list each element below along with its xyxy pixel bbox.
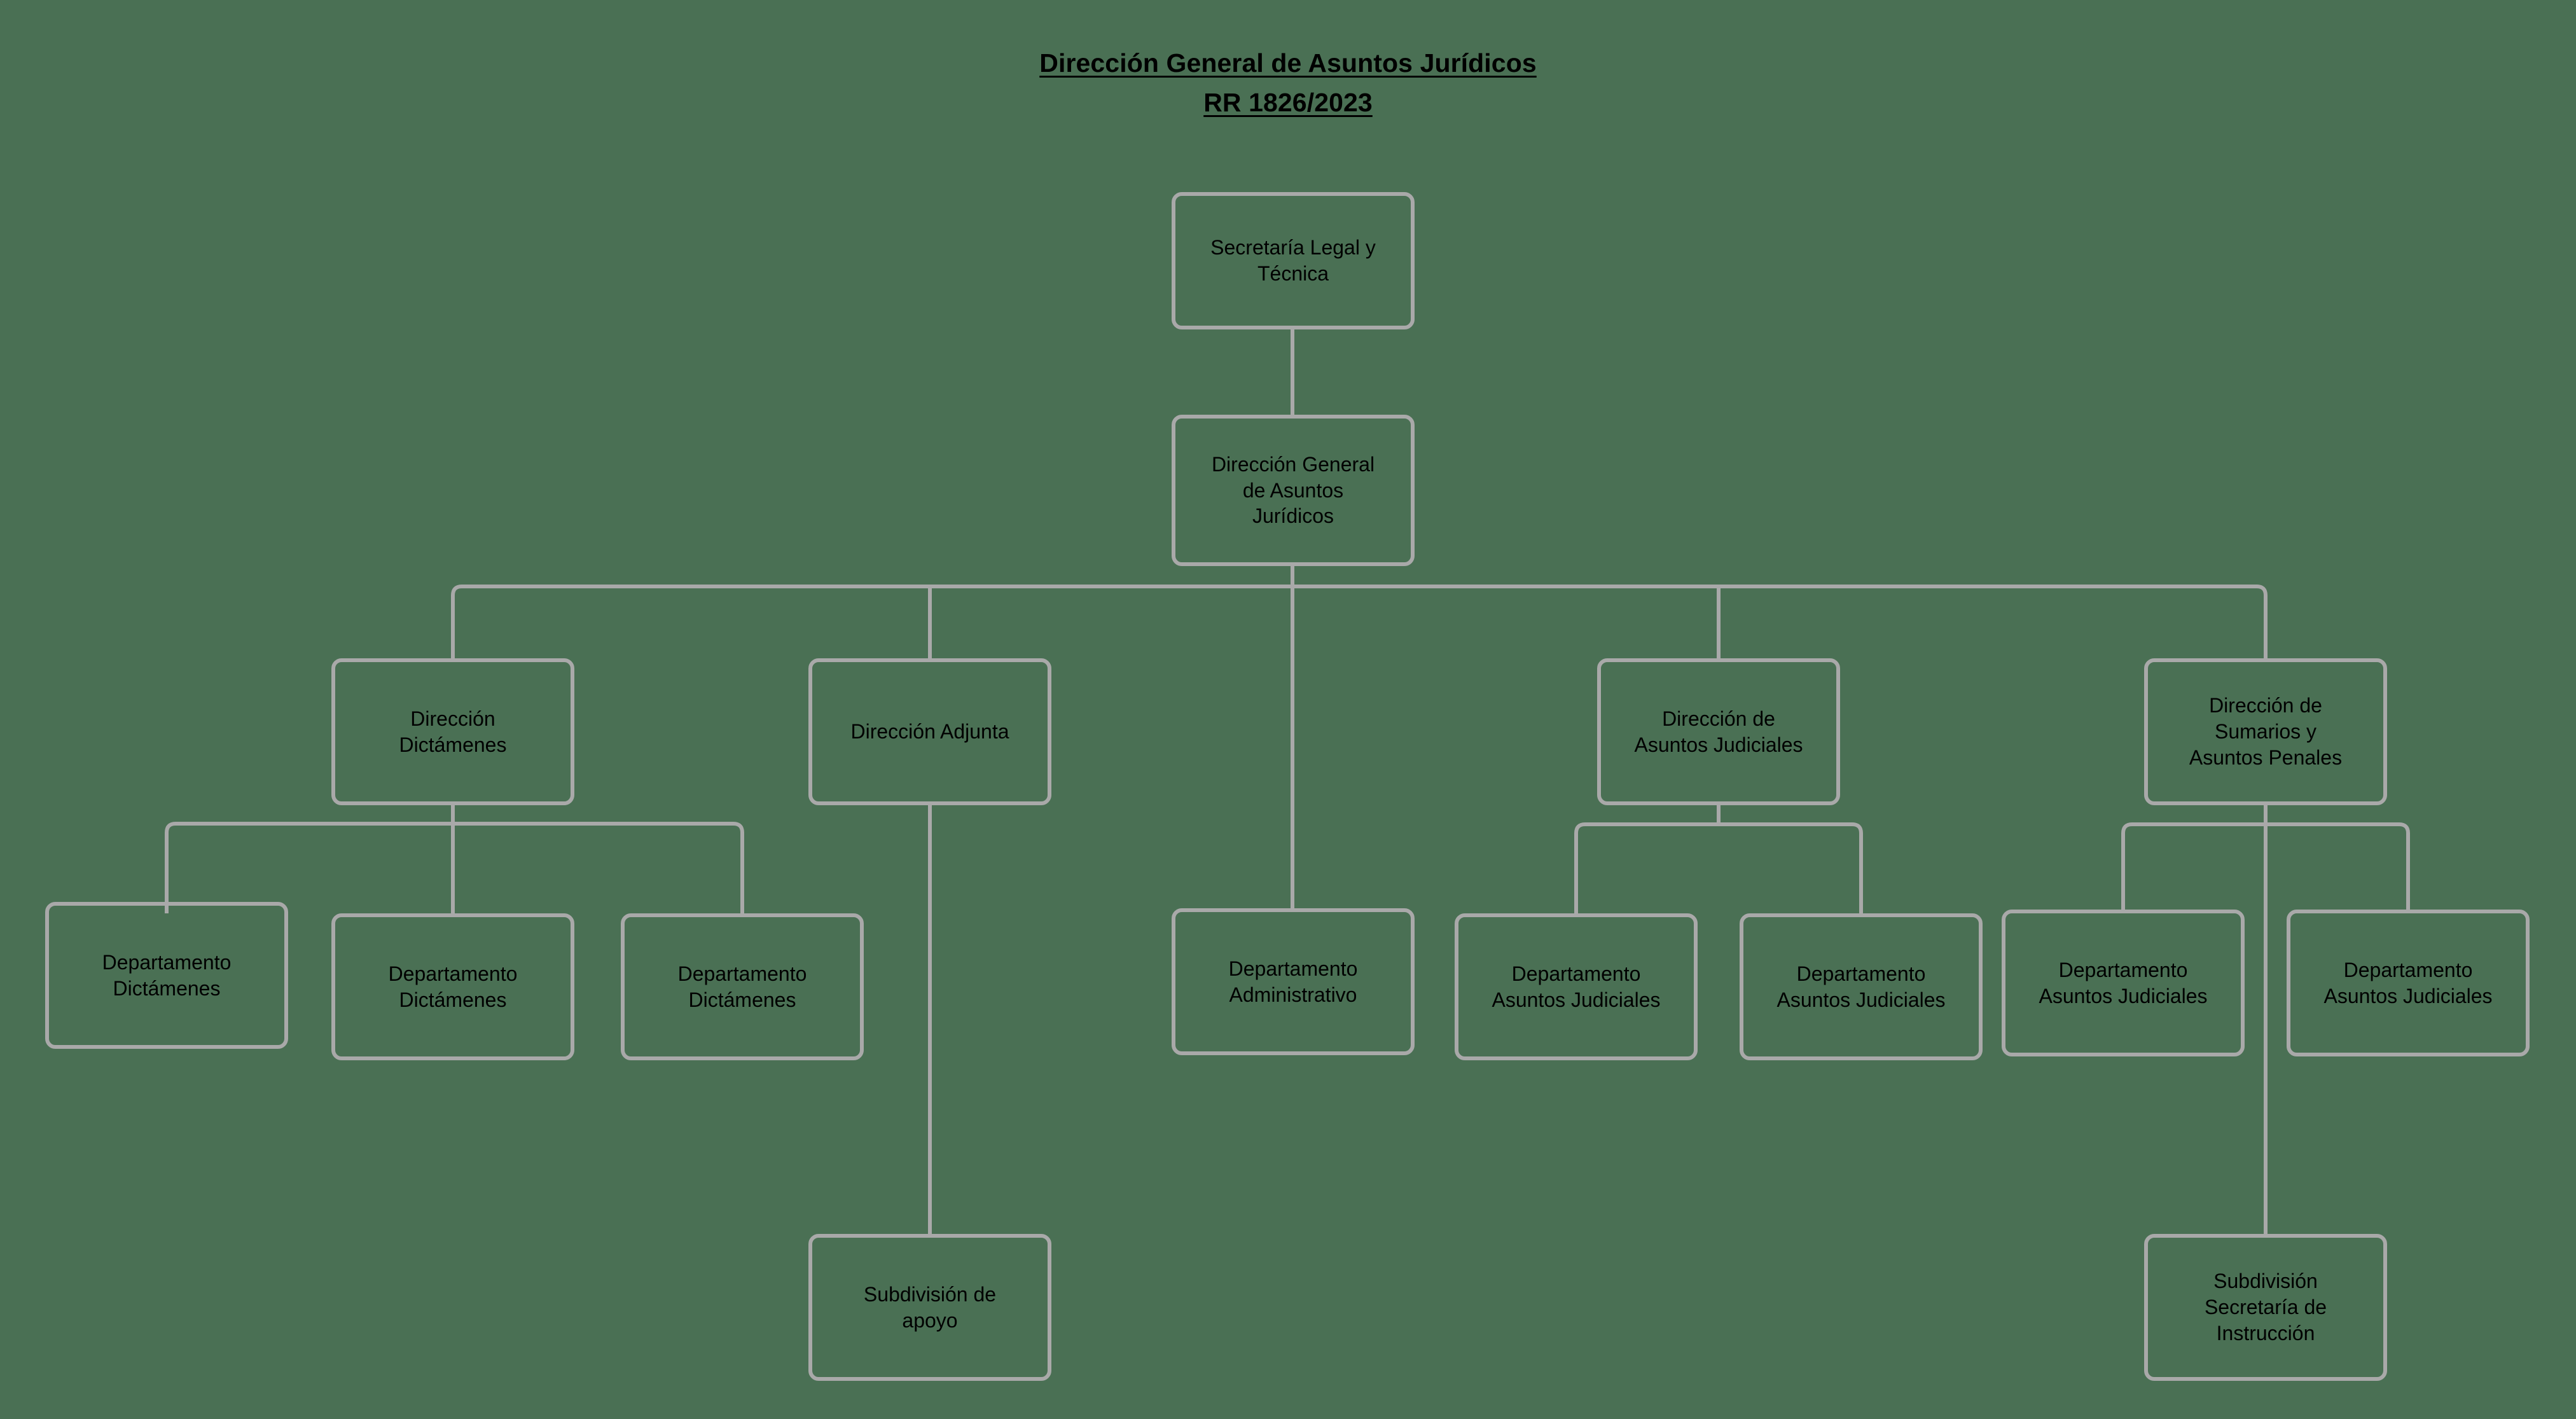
node-direccion-adjunta[interactable]: Dirección Adjunta — [808, 658, 1051, 805]
node-direccion-de-asuntos-judiciales[interactable]: Dirección de Asuntos Judiciales — [1597, 658, 1840, 805]
node-label: Departamento Asuntos Judiciales — [1492, 962, 1661, 1011]
node-label: Departamento Asuntos Judiciales — [2039, 958, 2208, 1007]
node-label: Subdivisión de apoyo — [863, 1282, 997, 1332]
node-departamento-asuntos-judiciales-1[interactable]: Departamento Asuntos Judiciales — [1455, 913, 1698, 1060]
node-label: Secretaría Legal y Técnica — [1210, 236, 1376, 285]
node-label: Dirección Dictámenes — [399, 707, 507, 756]
node-label: Departamento Dictámenes — [102, 950, 232, 1000]
node-label: Dirección de Asuntos Judiciales — [1634, 707, 1803, 756]
node-subdivision-de-apoyo[interactable]: Subdivisión de apoyo — [808, 1234, 1051, 1381]
node-label: Departamento Administrativo — [1228, 957, 1358, 1006]
node-label: Departamento Dictámenes — [388, 962, 518, 1011]
node-departamento-asuntos-judiciales-3[interactable]: Departamento Asuntos Judiciales — [2002, 910, 2245, 1056]
node-departamento-administrativo[interactable]: Departamento Administrativo — [1172, 908, 1415, 1055]
node-direccion-de-sumarios-y-asuntos-penales[interactable]: Dirección de Sumarios y Asuntos Penales — [2144, 658, 2387, 805]
node-label: Departamento Asuntos Judiciales — [2323, 958, 2493, 1007]
node-departamento-dictamenes-1[interactable]: Departamento Dictámenes — [45, 902, 288, 1049]
node-label: Departamento Dictámenes — [677, 962, 807, 1011]
node-departamento-dictamenes-3[interactable]: Departamento Dictámenes — [621, 913, 864, 1060]
node-label: Dirección Adjunta — [850, 720, 1009, 744]
node-label: Dirección General de Asuntos Jurídicos — [1211, 452, 1375, 528]
node-departamento-asuntos-judiciales-4[interactable]: Departamento Asuntos Judiciales — [2287, 910, 2530, 1056]
connector-main-bus — [451, 585, 2268, 658]
node-label: Dirección de Sumarios y Asuntos Penales — [2189, 694, 2343, 769]
node-label: Departamento Asuntos Judiciales — [1776, 962, 1946, 1011]
node-direccion-dictamenes[interactable]: Dirección Dictámenes — [331, 658, 574, 805]
node-direccion-general-de-asuntos-juridicos[interactable]: Dirección General de Asuntos Jurídicos — [1172, 415, 1415, 566]
node-secretaria-legal-y-tecnica[interactable]: Secretaría Legal y Técnica — [1172, 192, 1415, 329]
connector-asuntos-judiciales-sub-bus — [1574, 822, 1863, 913]
node-label: Subdivisión Secretaría de Instrucción — [2204, 1270, 2327, 1345]
node-departamento-dictamenes-2[interactable]: Departamento Dictámenes — [331, 913, 574, 1060]
node-subdivision-secretaria-de-instruccion[interactable]: Subdivisión Secretaría de Instrucción — [2144, 1234, 2387, 1381]
node-departamento-asuntos-judiciales-2[interactable]: Departamento Asuntos Judiciales — [1740, 913, 1983, 1060]
